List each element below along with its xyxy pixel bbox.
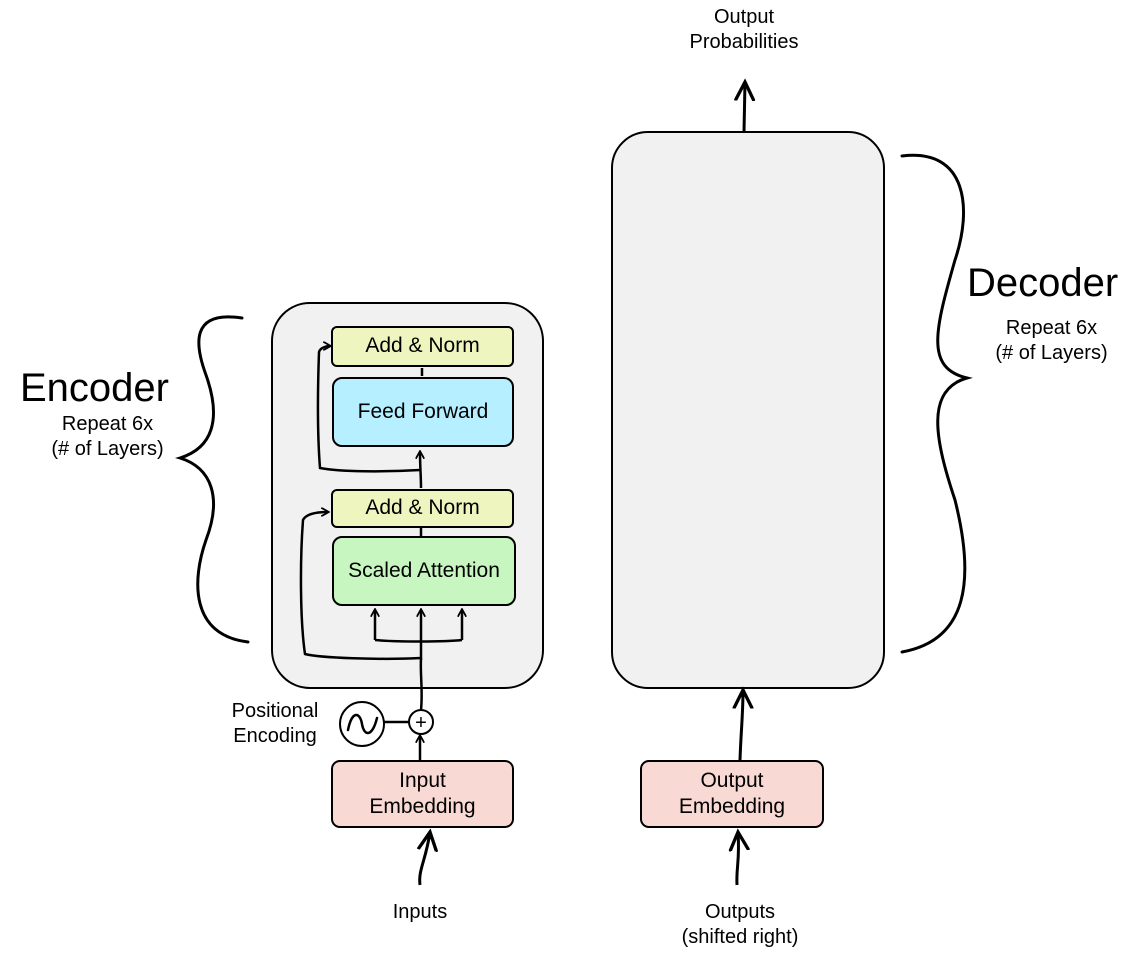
output-probabilities-arrow	[744, 82, 745, 133]
positional-encoding-line-1: Positional	[231, 700, 319, 722]
output-probabilities-label: Output Probabilities	[664, 5, 824, 55]
encoder-brace	[174, 315, 250, 644]
encoder-add-norm-top: Add & Norm	[331, 326, 514, 367]
input-embedding-line-2: Embedding	[369, 795, 476, 818]
encoder-repeat-line-2: (# of Layers)	[51, 438, 164, 460]
addnorm-to-ff-arrow	[420, 452, 421, 489]
encoder-repeat-line-1: Repeat 6x	[61, 413, 154, 435]
positional-encoding-line-2: Encoding	[233, 725, 317, 747]
output-embedding-box: Output Embedding	[640, 760, 824, 828]
output-embedding-line-1: Output	[700, 768, 764, 792]
output-embedding-line-2: Embedding	[678, 795, 786, 818]
decoder-title: Decoder	[967, 261, 1119, 305]
encoder-title: Encoder	[20, 366, 169, 410]
encoder-repeat-label: Repeat 6x (# of Layers)	[30, 412, 185, 462]
decoder-repeat-line-1: Repeat 6x	[1005, 317, 1098, 339]
inputs-label: Inputs	[392, 901, 448, 923]
sine-wave-icon	[346, 713, 379, 735]
outputs-arrow	[737, 832, 739, 886]
plus-icon: +	[415, 712, 427, 734]
inputs-arrow	[420, 832, 430, 886]
residual-path-top	[316, 346, 421, 473]
attention-branch-lines	[374, 638, 463, 643]
positional-encoding-label: Positional Encoding	[210, 699, 340, 749]
residual-path-bottom	[299, 512, 422, 661]
encoder-input-line	[419, 657, 423, 711]
decoder-repeat-line-2: (# of Layers)	[995, 342, 1108, 364]
output-probabilities-line-2: Probabilities	[689, 31, 799, 53]
encoder-feed-forward: Feed Forward	[332, 377, 514, 447]
decoder-block	[611, 131, 885, 689]
decoder-input-arrow	[740, 690, 743, 761]
decoder-brace	[900, 153, 973, 654]
encoder-add-norm-bottom: Add & Norm	[331, 489, 514, 528]
output-probabilities-line-1: Output	[713, 6, 775, 28]
outputs-label: Outputs (shifted right)	[660, 900, 820, 950]
outputs-line-1: Outputs	[704, 901, 776, 923]
input-embedding-line-1: Input	[399, 768, 446, 792]
outputs-line-2: (shifted right)	[681, 926, 799, 948]
input-embedding-box: Input Embedding	[331, 760, 514, 828]
encoder-scaled-attention: Scaled Attention	[332, 536, 516, 606]
decoder-repeat-label: Repeat 6x (# of Layers)	[974, 316, 1129, 366]
